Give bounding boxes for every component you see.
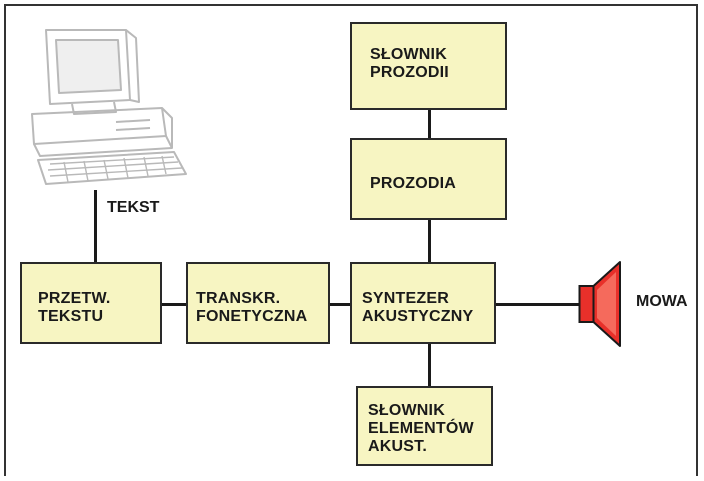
phonetic-transcription-line1: TRANSKR. [196, 290, 281, 307]
acoustic-elements-line2: ELEMENTÓW [368, 420, 474, 437]
acoustic-synthesizer-line1: SYNTEZER [362, 290, 449, 307]
connector-computer-to-text-processing [94, 190, 97, 262]
diagram-frame [4, 4, 698, 476]
connector-synthesizer-to-elements [428, 344, 431, 386]
text-input-label: TEKST [107, 199, 160, 216]
acoustic-elements-line3: AKUST. [368, 438, 427, 455]
acoustic-elements-dictionary-box: SŁOWNIK ELEMENTÓW AKUST. [356, 386, 493, 466]
prosody-dictionary-line2: PROZODII [370, 64, 449, 81]
prosody-dictionary-box: SŁOWNIK PROZODII [350, 22, 507, 110]
phonetic-transcription-line2: FONETYCZNA [196, 308, 308, 325]
connector-dictionary-to-prosody [428, 110, 431, 138]
prosody-line1: PROZODIA [370, 175, 457, 192]
connector-prosody-to-synthesizer [428, 220, 431, 262]
acoustic-synthesizer-box: SYNTEZER AKUSTYCZNY [350, 262, 496, 344]
text-processing-box: PRZETW. TEKSTU [20, 262, 162, 344]
phonetic-transcription-box: TRANSKR. FONETYCZNA [186, 262, 330, 344]
speech-output-label: MOWA [636, 293, 688, 310]
text-processing-line1: PRZETW. [38, 290, 111, 307]
connector-text-processing-to-transcription [162, 303, 186, 306]
acoustic-elements-line1: SŁOWNIK [368, 402, 445, 419]
text-processing-line2: TEKSTU [38, 308, 104, 325]
computer-icon [31, 29, 187, 185]
prosody-box: PROZODIA [350, 138, 507, 220]
connector-synthesizer-to-speaker [496, 303, 580, 306]
prosody-dictionary-line1: SŁOWNIK [370, 46, 447, 63]
speaker-icon [578, 261, 621, 347]
acoustic-synthesizer-line2: AKUSTYCZNY [362, 308, 474, 325]
connector-transcription-to-synthesizer [330, 303, 350, 306]
